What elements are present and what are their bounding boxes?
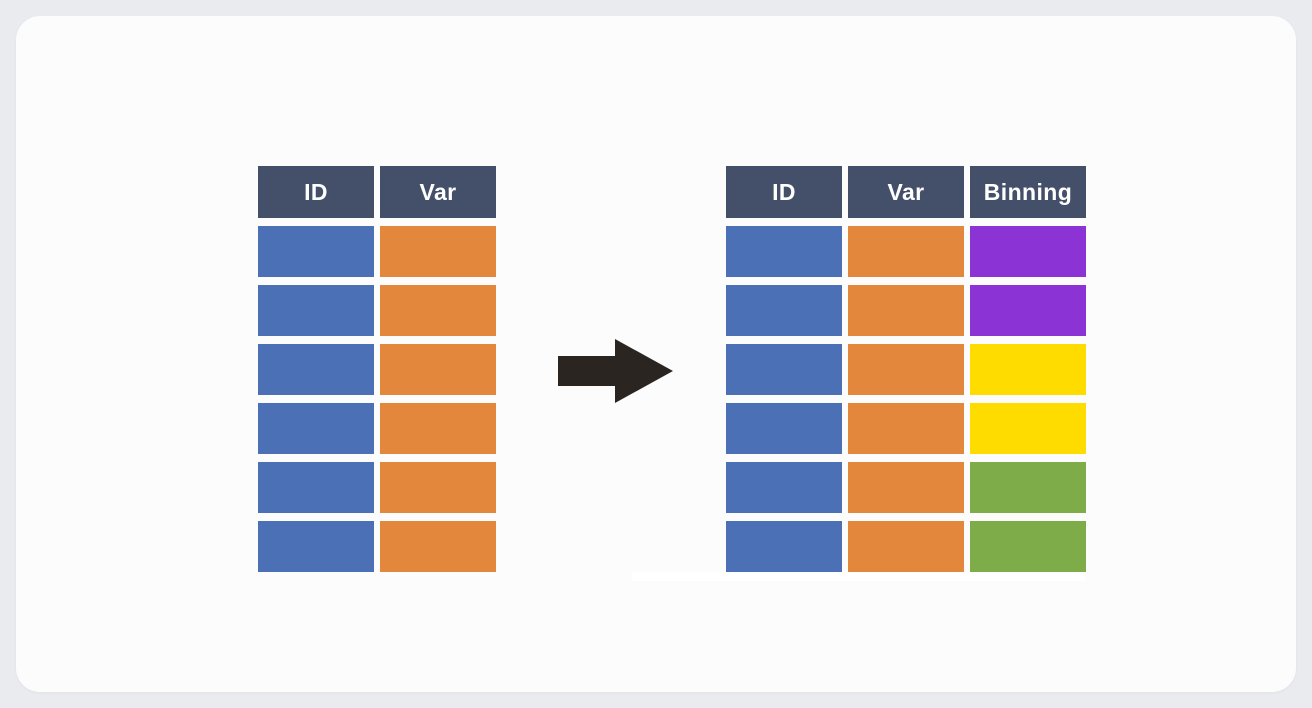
column-header-var: Var: [848, 166, 964, 218]
arrow-right-icon: [558, 339, 673, 403]
table-cell-blue: [258, 403, 374, 454]
table-cell-blue: [726, 403, 842, 454]
table-cell-orange: [848, 226, 964, 277]
column-header-id: ID: [726, 166, 842, 218]
table-column-var: Var: [848, 166, 964, 572]
table-cell-green: [970, 521, 1086, 572]
table-cell-orange: [848, 403, 964, 454]
table-column-binning: Binning: [970, 166, 1086, 572]
table-cell-blue: [258, 462, 374, 513]
table-cell-blue: [258, 344, 374, 395]
arrow-shaft: [558, 356, 616, 386]
table-cell-orange: [848, 521, 964, 572]
table-underlay-band: [632, 572, 1085, 581]
table-cell-blue: [726, 226, 842, 277]
column-header-id: ID: [258, 166, 374, 218]
table-cell-blue: [726, 344, 842, 395]
table-column-id: ID: [726, 166, 842, 572]
table-cell-orange: [380, 285, 496, 336]
table-cell-blue: [258, 285, 374, 336]
table-cell-orange: [848, 462, 964, 513]
table-cell-yellow: [970, 403, 1086, 454]
table-column-var: Var: [380, 166, 496, 572]
table-cell-blue: [726, 462, 842, 513]
table-cell-orange: [848, 285, 964, 336]
table-cell-orange: [380, 344, 496, 395]
table-cell-orange: [380, 462, 496, 513]
column-header-var: Var: [380, 166, 496, 218]
column-header-binning: Binning: [970, 166, 1086, 218]
table-cell-orange: [380, 226, 496, 277]
table-cell-purple: [970, 285, 1086, 336]
table-cell-yellow: [970, 344, 1086, 395]
table-cell-blue: [726, 521, 842, 572]
table-cell-orange: [848, 344, 964, 395]
arrow-head: [615, 339, 673, 403]
table-cell-orange: [380, 521, 496, 572]
table-column-id: ID: [258, 166, 374, 572]
table-cell-orange: [380, 403, 496, 454]
table-cell-blue: [258, 521, 374, 572]
table-cell-blue: [258, 226, 374, 277]
table-cell-blue: [726, 285, 842, 336]
table-cell-purple: [970, 226, 1086, 277]
table-cell-green: [970, 462, 1086, 513]
